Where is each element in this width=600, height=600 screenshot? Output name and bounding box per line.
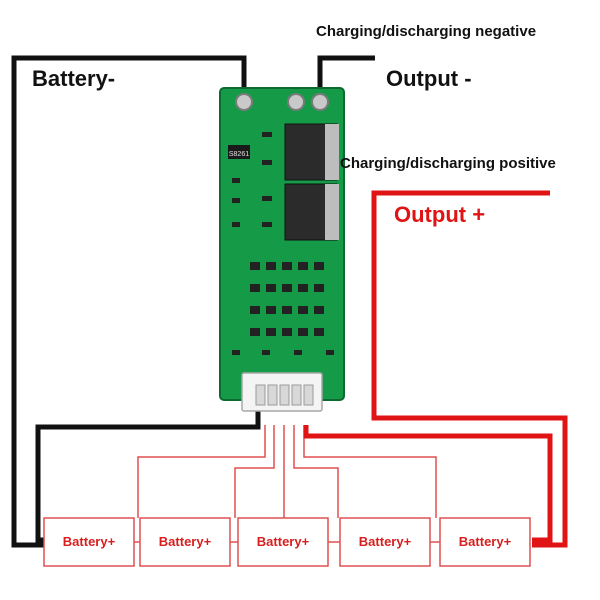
protection-chip (228, 145, 250, 159)
label-output-negative: Output - (386, 66, 472, 91)
connector-pins (255, 384, 314, 406)
label-battery-negative: Battery- (32, 66, 115, 91)
pad-middle (287, 93, 305, 111)
battery-cell-label: Battery+ (63, 534, 116, 549)
chip-marking: S8261 (229, 151, 249, 158)
battery-cell-1: Battery+ (43, 517, 135, 567)
battery-negative-wire (11, 55, 247, 548)
bms-board: S8261 (219, 87, 345, 412)
battery-cell-4: Battery+ (339, 517, 431, 567)
label-output-positive: Output + (394, 202, 485, 227)
charge-positive-wire (303, 425, 553, 543)
battery-cell-label: Battery+ (159, 534, 212, 549)
balance-wire-5 (303, 425, 437, 518)
mosfet-2-tab (325, 184, 339, 240)
smd-components (232, 132, 334, 355)
battery-cell-label: Battery+ (459, 534, 512, 549)
pad-battery-negative (235, 93, 253, 111)
label-charging-positive: Charging/discharging positive (340, 155, 556, 172)
positive-wires (303, 190, 568, 548)
balance-wire-2 (234, 425, 275, 518)
balance-wire-1 (137, 425, 266, 518)
mosfet-1-tab (325, 124, 339, 180)
battery-cell-3: Battery+ (237, 517, 329, 567)
label-charging-negative: Charging/discharging negative (316, 23, 536, 40)
pack-negative-wire (35, 410, 261, 543)
output-positive-wire (371, 190, 568, 548)
battery-cells: Battery+ Battery+ Battery+ Battery+ Batt… (43, 517, 531, 567)
balance-wires (137, 425, 437, 518)
battery-cell-label: Battery+ (359, 534, 412, 549)
battery-cell-2: Battery+ (139, 517, 231, 567)
battery-cell-5: Battery+ (439, 517, 531, 567)
pad-output-negative (311, 93, 329, 111)
battery-cell-label: Battery+ (257, 534, 310, 549)
balance-wire-4 (293, 425, 339, 518)
